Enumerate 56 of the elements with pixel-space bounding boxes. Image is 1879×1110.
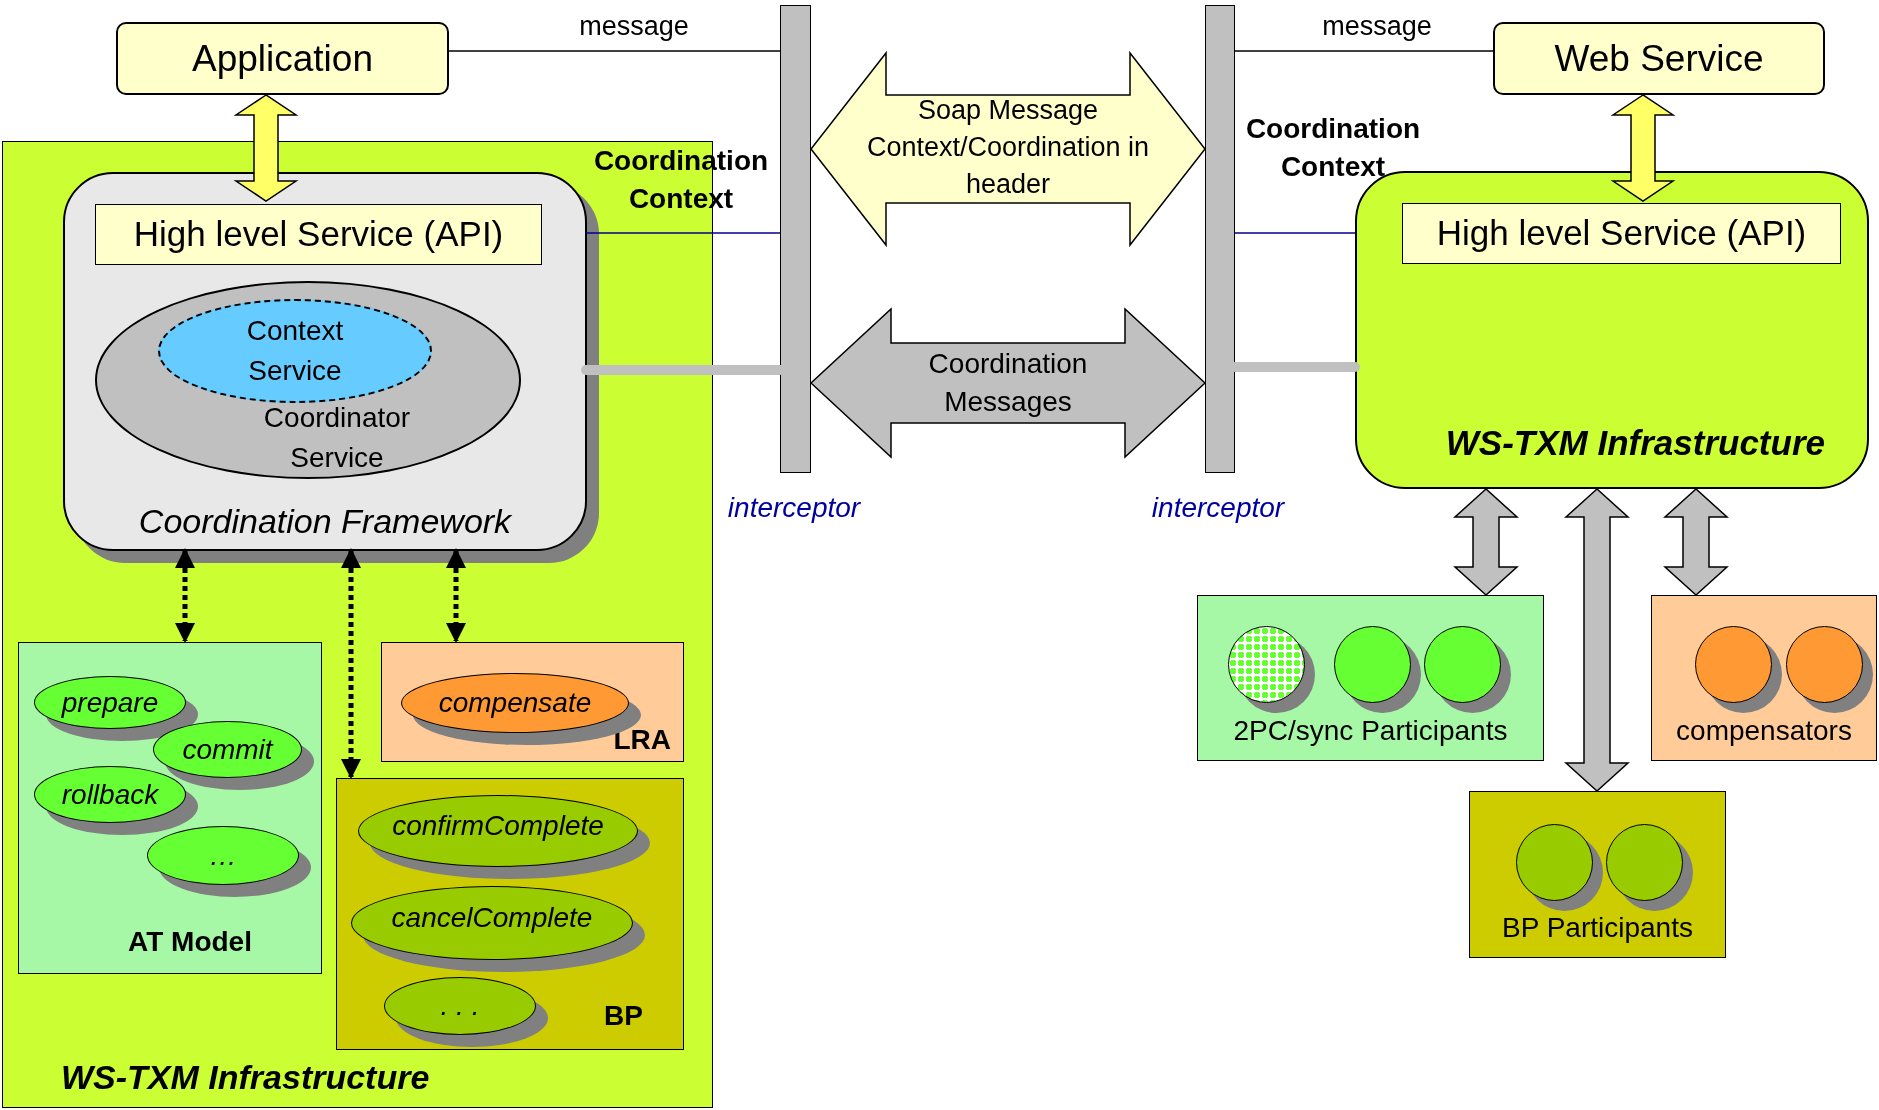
connector-line	[448, 50, 781, 52]
node-label: Context Service	[245, 314, 345, 388]
panel-title: WS-TXM Infrastructure	[61, 1057, 430, 1098]
edge-label: Coordination Messages	[927, 347, 1089, 419]
block-double-arrow	[1663, 488, 1729, 596]
interceptor-bar	[780, 5, 811, 473]
service-box	[1493, 22, 1825, 95]
block-double-arrow	[809, 307, 1207, 459]
block-double-arrow	[1453, 488, 1519, 596]
panel-title: 2PC/sync Participants	[1233, 714, 1508, 748]
participants-panel	[1651, 595, 1877, 761]
panel-title: BP Participants	[1502, 911, 1693, 945]
node-label: High level Service (API)	[1436, 212, 1807, 255]
node-label: Web Service	[1554, 36, 1764, 81]
node-label: confirmComplete	[392, 809, 604, 843]
model-panel	[381, 642, 684, 762]
panel-title: Coordination Framework	[138, 501, 512, 542]
panel-title: BP	[604, 999, 643, 1033]
node-label: High level Service (API)	[133, 213, 504, 256]
edge-label: Soap Message Context/Coordination in header	[865, 94, 1151, 201]
block-double-arrow	[1564, 488, 1630, 792]
node-label: prepare	[61, 685, 159, 720]
edge-label: Coordination Context	[1244, 112, 1422, 184]
node-label: Application	[192, 36, 373, 81]
api-bar	[95, 204, 542, 265]
node-label: . . .	[440, 989, 480, 1023]
api-bar	[1402, 203, 1841, 264]
panel-title: LRA	[613, 723, 671, 757]
model-panel	[18, 642, 322, 974]
connector-line	[1234, 50, 1494, 52]
panel-title: AT Model	[127, 925, 252, 959]
dotted-double-arrow	[341, 548, 361, 779]
interceptor-label: interceptor	[726, 491, 862, 525]
node-label: cancelComplete	[391, 901, 593, 935]
edge-label: message	[1321, 10, 1433, 43]
dotted-double-arrow	[175, 548, 195, 643]
connector-line	[1234, 232, 1356, 234]
node-label: rollback	[61, 777, 159, 812]
application-box	[116, 22, 449, 95]
participants-panel	[1197, 595, 1544, 761]
interceptor-bar	[1205, 5, 1235, 473]
dotted-double-arrow	[446, 548, 466, 643]
block-double-arrow	[1610, 94, 1676, 202]
connector-line	[585, 232, 781, 234]
edge-label: message	[578, 10, 690, 43]
model-panel	[336, 778, 684, 1050]
panel-title: WS-TXM Infrastructure	[1445, 421, 1825, 464]
participants-panel	[1469, 791, 1726, 958]
block-double-arrow	[810, 50, 1206, 248]
panel-title: compensators	[1676, 714, 1852, 748]
node-label: compensate	[438, 686, 592, 720]
block-double-arrow	[233, 94, 299, 202]
node-label: …	[209, 838, 237, 873]
interceptor-label: interceptor	[1150, 491, 1286, 525]
node-label: commit	[182, 732, 273, 767]
node-label: Coordinator Service	[262, 401, 412, 475]
